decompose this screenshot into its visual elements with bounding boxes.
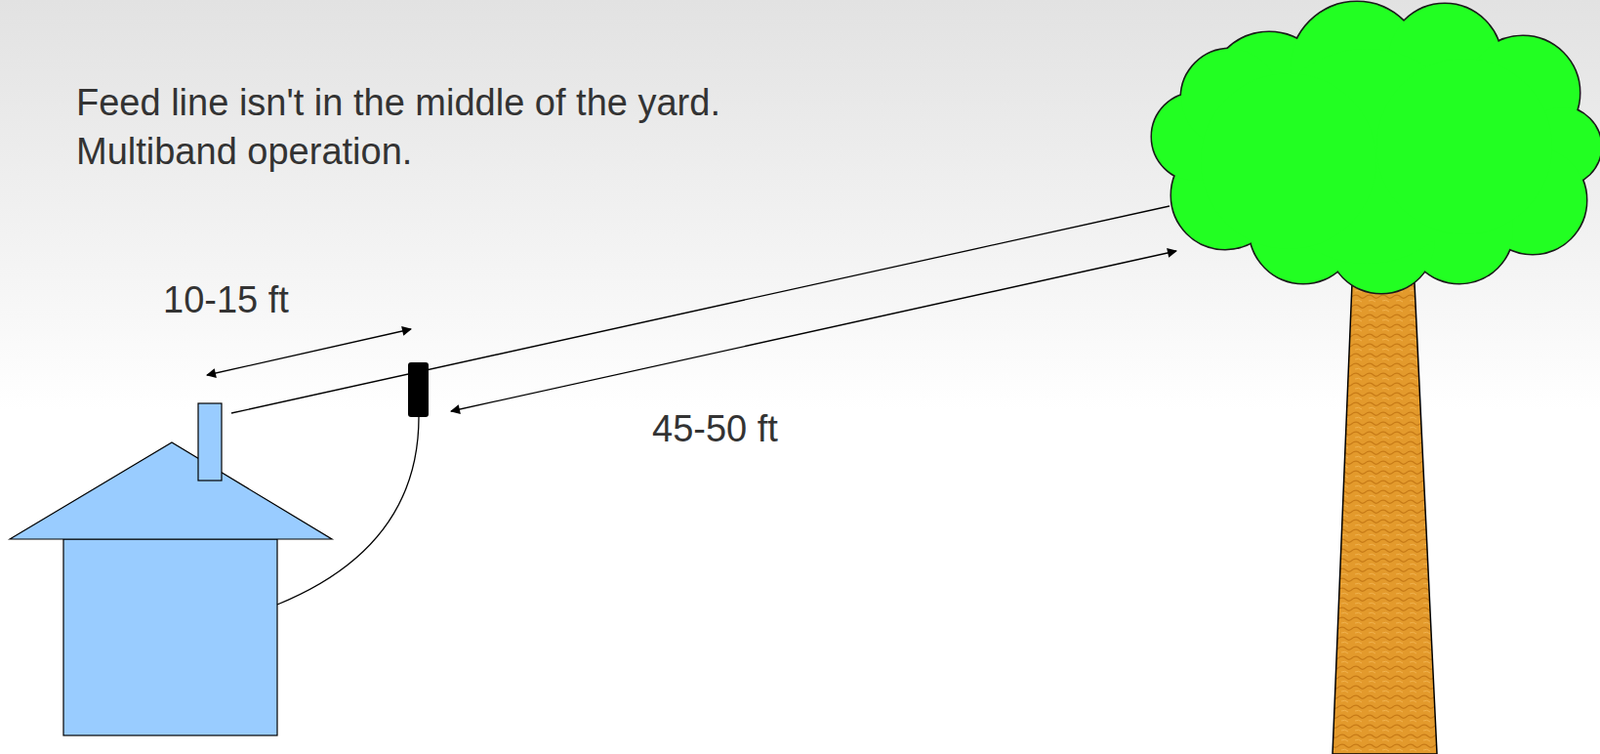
- feed-line: [277, 416, 419, 605]
- note-text: Feed line isn't in the middle of the yar…: [76, 82, 721, 125]
- dimension-label: 45-50 ft: [652, 408, 779, 452]
- canopy-lobe: [1200, 73, 1377, 249]
- dimension-label: 10-15 ft: [163, 279, 289, 323]
- dimension-arrow: [451, 250, 1177, 411]
- canopy-lobe: [1376, 58, 1553, 235]
- dimension-arrow: [206, 328, 411, 375]
- antenna-wire: [231, 205, 1170, 413]
- house-body: [63, 538, 278, 736]
- tree-canopy: [1151, 1, 1600, 293]
- chimney: [198, 403, 222, 481]
- house-roof: [9, 442, 332, 539]
- canopy-lobe: [1376, 58, 1553, 235]
- canopy-lobe: [1200, 73, 1377, 249]
- tree-trunk: [1332, 283, 1437, 754]
- balun: [408, 362, 429, 417]
- note-text: Multiband operation.: [76, 130, 412, 174]
